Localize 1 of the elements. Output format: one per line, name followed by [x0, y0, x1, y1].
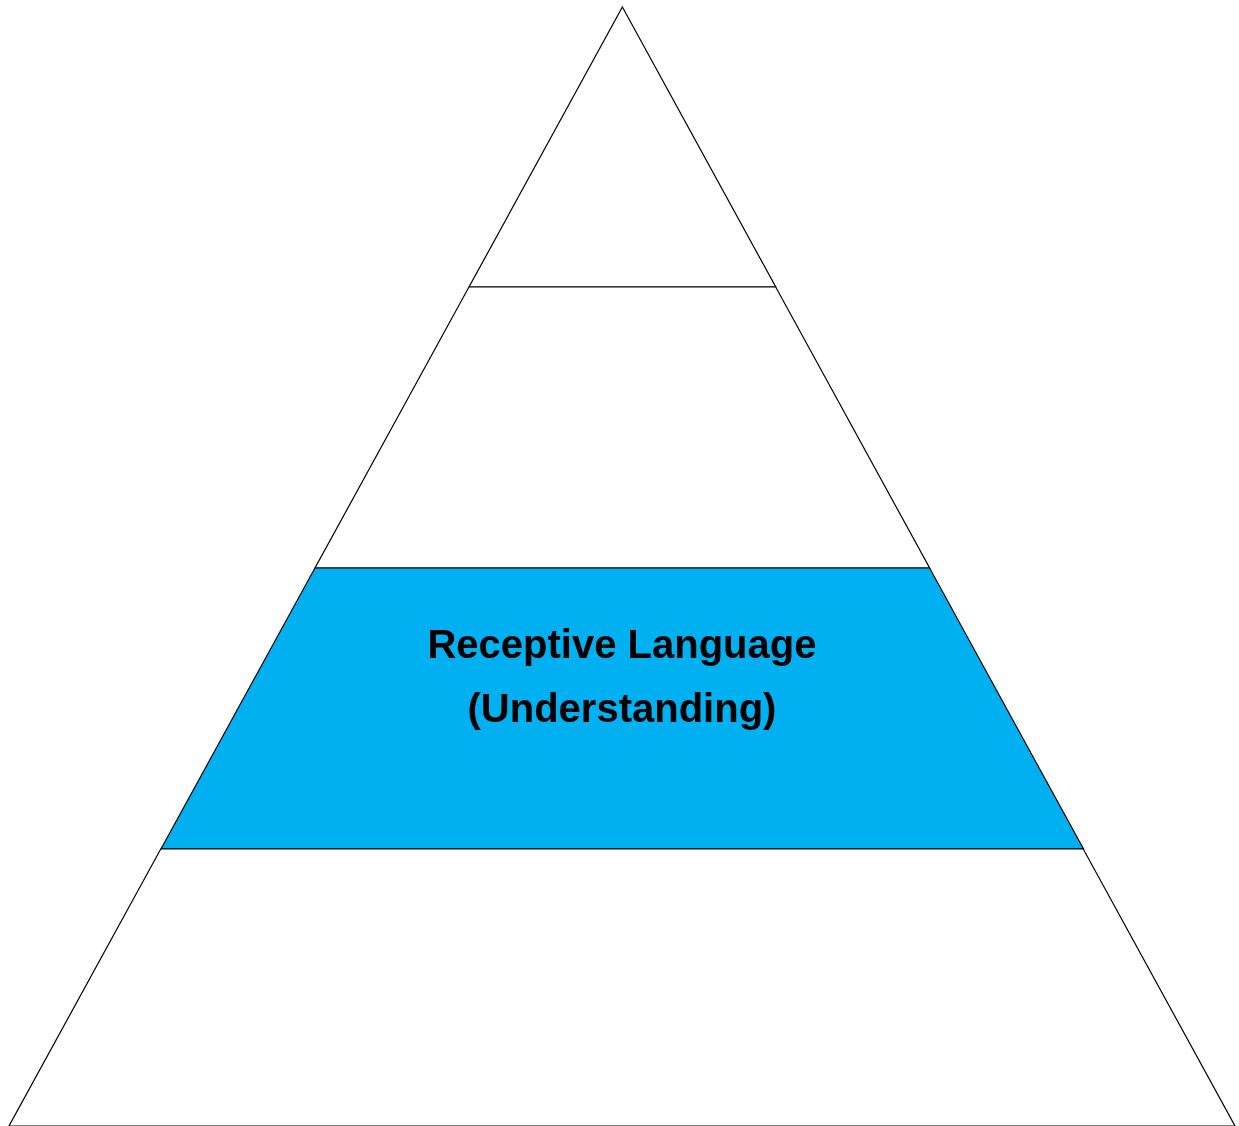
tier-label: Receptive Language (Understanding)	[426, 621, 818, 732]
